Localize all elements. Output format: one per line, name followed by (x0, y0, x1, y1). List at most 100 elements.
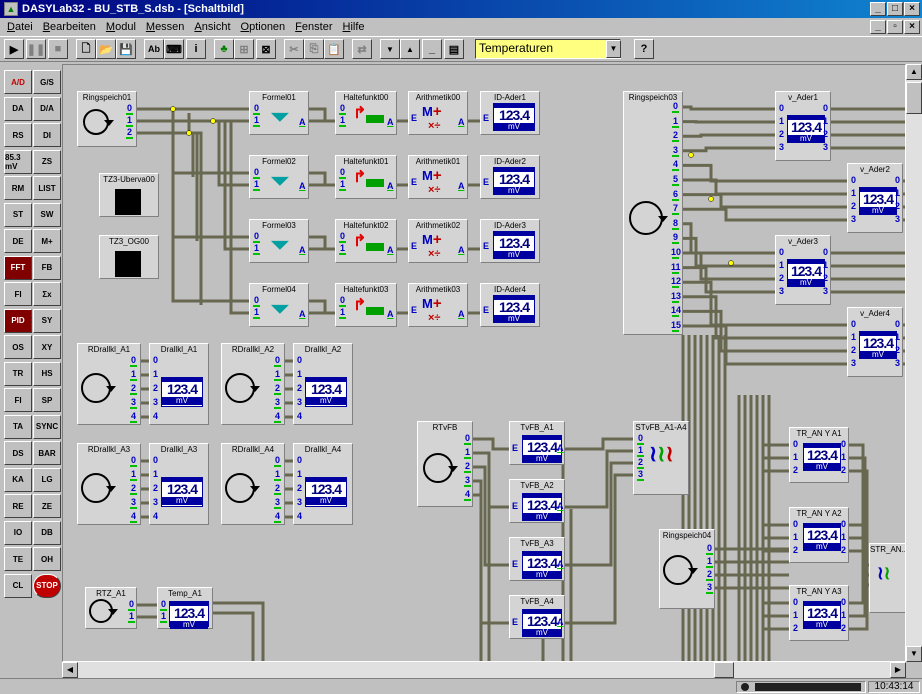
channel-pin[interactable]: 6 (672, 188, 678, 199)
palette-module-icon[interactable]: HS (33, 361, 61, 386)
channel-pin[interactable]: 0 (840, 439, 846, 449)
scroll-up-icon[interactable]: ▲ (906, 64, 922, 80)
help-button[interactable]: ? (634, 39, 654, 59)
channel-pin[interactable]: 0 (296, 355, 302, 365)
channel-pin[interactable]: 0 (152, 355, 158, 365)
output-pin-a[interactable]: A (458, 309, 465, 319)
channel-pin[interactable]: 1 (253, 307, 259, 317)
connection-wire[interactable] (137, 119, 249, 315)
channel-pin[interactable]: 5 (672, 174, 678, 184)
channel-pin[interactable]: 3 (850, 214, 856, 224)
channel-pin[interactable]: 4 (130, 511, 136, 521)
channel-pin[interactable]: 0 (253, 295, 259, 305)
mdi-minimize-button[interactable]: _ (870, 20, 886, 34)
channel-pin[interactable]: 2 (152, 483, 158, 493)
palette-module-icon[interactable]: SYNC (33, 414, 61, 439)
palette-module-icon[interactable]: M+ (33, 229, 61, 253)
channel-pin[interactable]: 1 (126, 115, 132, 125)
input-pin-e[interactable]: E (411, 177, 418, 187)
channel-pin[interactable]: 2 (130, 483, 136, 493)
channel-pin[interactable]: 3 (130, 497, 136, 507)
channel-pin[interactable]: 3 (152, 397, 158, 407)
app-icon[interactable]: ▲ (4, 2, 18, 16)
paste-icon[interactable]: 📋 (324, 39, 344, 59)
channel-pin[interactable]: 0 (894, 175, 900, 185)
channel-pin[interactable]: 11 (671, 261, 681, 272)
channel-pin[interactable]: 0 (894, 319, 900, 329)
scroll-down-icon[interactable]: ▼ (906, 646, 922, 662)
output-pin-a[interactable]: A (557, 559, 564, 569)
connection-wire[interactable] (137, 107, 249, 303)
palette-module-icon[interactable]: SY (33, 308, 61, 333)
channel-pin[interactable]: 3 (894, 358, 900, 368)
channel-pin[interactable]: 1 (792, 610, 798, 620)
maximize-button[interactable]: □ (887, 2, 903, 16)
cut-icon[interactable]: ✂ (284, 39, 304, 59)
channel-pin[interactable]: 3 (778, 142, 784, 152)
channel-pin[interactable]: 4 (296, 411, 302, 421)
channel-pin[interactable]: 3 (296, 497, 302, 507)
channel-pin[interactable]: 2 (706, 569, 712, 579)
channel-pin[interactable]: 0 (822, 247, 828, 257)
channel-pin[interactable]: 0 (792, 597, 798, 607)
module-str[interactable]: STR_AN... (869, 543, 905, 613)
input-pin-e[interactable]: E (411, 241, 418, 251)
output-pin-a[interactable]: A (458, 181, 465, 191)
channel-pin[interactable]: 0 (152, 455, 158, 465)
module-arith03[interactable]: Arithmetik03 (408, 283, 468, 327)
connection-wire[interactable] (473, 437, 509, 451)
minimize-button[interactable]: _ (870, 2, 886, 16)
palette-module-icon[interactable]: ST (4, 202, 32, 227)
connection-wire[interactable] (309, 107, 327, 121)
channel-pin[interactable]: 2 (130, 383, 136, 393)
output-pin-a[interactable]: A (557, 443, 564, 453)
channel-pin[interactable]: 15 (671, 320, 682, 330)
horizontal-scroll-thumb[interactable] (714, 662, 734, 678)
channel-pin[interactable]: 3 (850, 358, 856, 368)
channel-pin[interactable]: 13 (671, 290, 682, 301)
palette-module-icon[interactable]: OS (4, 335, 32, 359)
new-file-icon[interactable]: 🗋 (76, 39, 96, 59)
channel-pin[interactable]: 0 (126, 103, 132, 113)
channel-pin[interactable]: 0 (253, 103, 259, 113)
channel-pin[interactable]: 2 (296, 483, 302, 493)
layer-combo-box[interactable]: Temperaturen (475, 39, 621, 59)
channel-pin[interactable]: 2 (840, 465, 846, 475)
channel-pin[interactable]: 14 (671, 305, 682, 316)
close-button[interactable]: × (904, 2, 920, 16)
channel-pin[interactable]: 0 (822, 103, 828, 113)
channel-pin[interactable]: 1 (274, 369, 280, 379)
channel-pin[interactable]: 2 (778, 273, 784, 283)
palette-module-icon[interactable]: STOP (33, 573, 61, 598)
output-pin-a[interactable]: A (387, 117, 394, 127)
channel-pin[interactable]: 3 (672, 144, 678, 155)
minimize-view-icon[interactable]: _ (422, 39, 442, 59)
channel-pin[interactable]: 2 (672, 130, 678, 141)
connection-wire[interactable] (683, 193, 847, 209)
channel-pin[interactable]: 0 (253, 167, 259, 177)
scroll-left-icon[interactable]: ◀ (62, 662, 78, 678)
input-pin-e[interactable]: E (483, 177, 490, 187)
chevron-down-icon[interactable]: ▼ (606, 40, 621, 58)
menu-optionen[interactable]: Optionen (240, 21, 286, 33)
arrow-down-icon[interactable]: ▼ (380, 39, 400, 59)
channel-pin[interactable]: 1 (253, 115, 259, 125)
channel-pin[interactable]: 1 (296, 369, 302, 379)
output-pin-a[interactable]: A (299, 309, 306, 319)
connection-wire[interactable] (309, 235, 327, 249)
open-folder-icon[interactable]: 📂 (96, 39, 116, 59)
channel-pin[interactable]: 0 (840, 519, 846, 529)
channel-pin[interactable]: 1 (253, 179, 259, 189)
palette-module-icon[interactable]: TR (4, 361, 32, 386)
connection-wire[interactable] (683, 207, 847, 222)
channel-pin[interactable]: 1 (152, 369, 158, 379)
copy-icon[interactable]: ⎘ (304, 39, 324, 59)
channel-pin[interactable]: 4 (672, 159, 678, 170)
palette-module-icon[interactable]: TA (4, 414, 32, 439)
channel-pin[interactable]: 1 (778, 116, 784, 126)
channel-pin[interactable]: 1 (130, 469, 136, 479)
channel-pin[interactable]: 0 (792, 519, 798, 529)
palette-module-icon[interactable]: SP (33, 388, 61, 412)
input-pin-e[interactable]: E (411, 305, 418, 315)
keyboard-icon[interactable]: ⌨ (164, 39, 184, 59)
